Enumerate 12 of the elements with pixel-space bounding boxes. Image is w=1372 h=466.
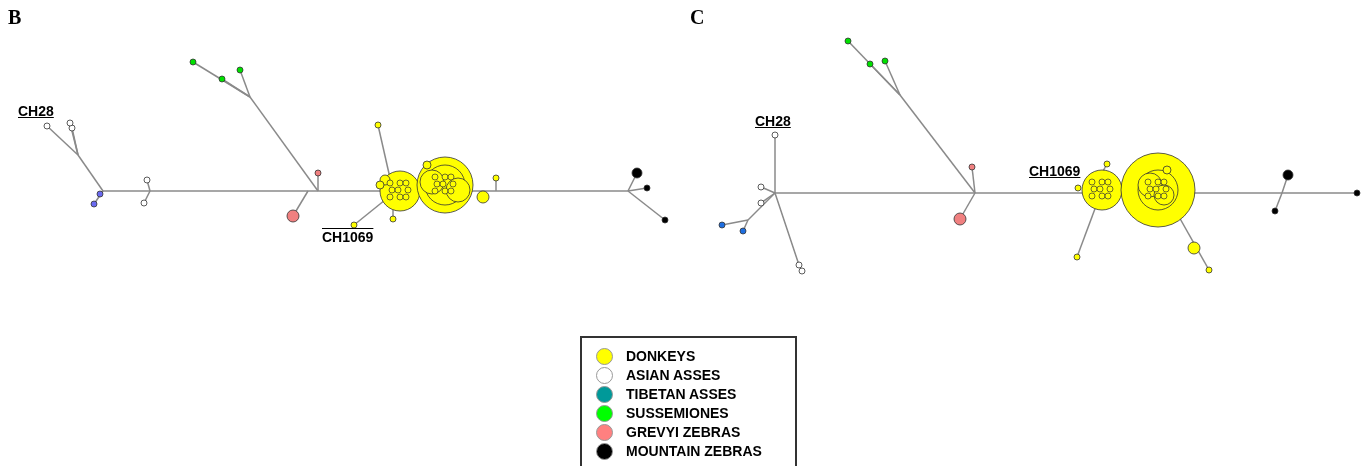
panel-letter: C [690, 6, 705, 29]
haplotype-label: CH1069 [322, 229, 374, 245]
legend-text: SUSSEMIONES [626, 404, 729, 422]
haplotype-label: CH28 [18, 103, 54, 119]
haplotype-label: CH28 [755, 113, 791, 129]
legend-text: GREVYI ZEBRAS [626, 423, 741, 441]
legend-text: ASIAN ASSES [626, 366, 721, 384]
panel-letter: B [8, 6, 22, 29]
haplotype-label: CH1069 [1029, 163, 1081, 179]
legend-text: MOUNTAIN ZEBRAS [626, 442, 762, 460]
legend-text: TIBETAN ASSES [626, 385, 737, 403]
legend-text: DONKEYS [626, 347, 696, 365]
